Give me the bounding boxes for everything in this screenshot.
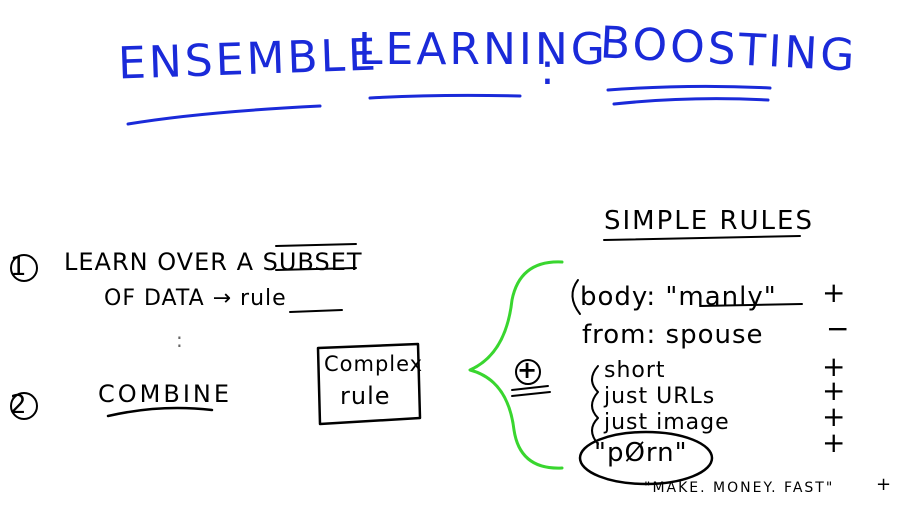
- green-brace: [468, 260, 564, 470]
- rule-2-sign: −: [826, 312, 851, 345]
- title-underline-ensemble: [126, 104, 322, 126]
- rule-6-text: "pØrn": [594, 438, 688, 468]
- step-1-number-text: 1: [10, 252, 28, 282]
- simple-rules-underline: [603, 235, 801, 241]
- step-2-number-text: 2: [10, 390, 28, 420]
- step-1-line-1: LEARN OVER A SUBSET: [64, 248, 363, 276]
- step-2-number: 2: [10, 390, 28, 420]
- rules-bracket-2: [591, 365, 599, 445]
- title-word-boosting: BOOSTING: [598, 17, 859, 82]
- rule-5-sign: +: [822, 400, 847, 433]
- title-underline-boosting-2: [612, 97, 770, 106]
- rules-bracket-1: [571, 279, 581, 315]
- title-underline-boosting-1: [606, 84, 772, 92]
- step-1-number: 1: [10, 252, 28, 282]
- title-word-ensemble: ENSEMBLE: [117, 29, 380, 90]
- underline-subset: [275, 243, 357, 247]
- underline-rule: [289, 309, 343, 313]
- rule-5-text: just image: [604, 410, 730, 435]
- title-word-learning: LEARNING: [358, 24, 608, 75]
- combine-underline-1: [511, 385, 549, 391]
- complex-rule-line-2: rule: [340, 382, 391, 410]
- rule-3-sign: +: [822, 350, 847, 383]
- title-colon: :: [540, 44, 558, 95]
- rule-7-text: "MAKE. MONEY. FAST": [644, 480, 835, 496]
- rule-4-sign: +: [822, 374, 847, 407]
- rule-6-sign: +: [822, 426, 847, 459]
- complex-rule-line-1: Complex: [324, 352, 424, 376]
- underline-combine: [106, 406, 214, 418]
- combine-underline-2: [511, 391, 551, 397]
- rule-4-text: just URLs: [604, 384, 716, 409]
- title-underline-learning: [368, 93, 522, 100]
- rule-1-sign: +: [822, 276, 847, 309]
- combine-symbol: +: [517, 356, 539, 384]
- rule-1-text: body: "manly": [580, 282, 777, 312]
- simple-rules-heading: SIMPLE RULES: [604, 206, 814, 236]
- rule-2-text: from: spouse: [582, 320, 764, 350]
- step-1-line-2: OF DATA → rule: [104, 286, 287, 311]
- rule-7-sign: +: [876, 474, 893, 495]
- rule-3-text: short: [604, 358, 666, 383]
- step-2-label: COMBINE: [98, 380, 233, 408]
- ellipsis-dots: :: [176, 328, 184, 352]
